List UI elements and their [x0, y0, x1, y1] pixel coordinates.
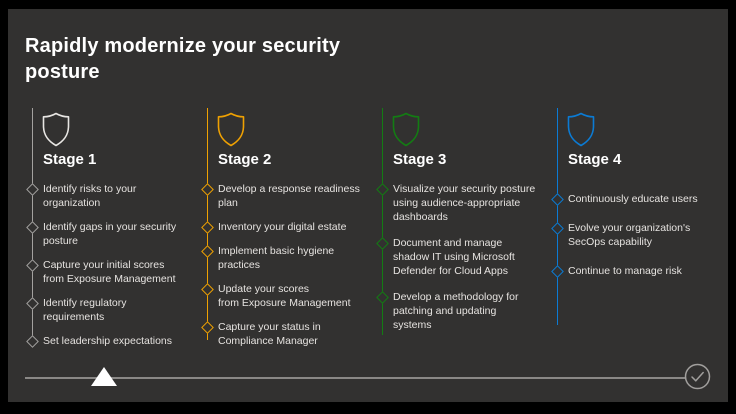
stage-column-2: Stage 2 Develop a response readiness pla… [200, 108, 372, 368]
list-item: Inventory your digital estate [200, 220, 372, 234]
stage-heading: Stage 4 [568, 151, 622, 168]
stage-item-list: Continuously educate users Evolve your o… [550, 192, 722, 278]
diamond-bullet-icon [550, 221, 564, 235]
list-item: Evolve your organization's SecOps capabi… [550, 221, 722, 249]
stage-heading: Stage 1 [43, 151, 97, 168]
list-item: Identify regulatory requirements [25, 296, 197, 324]
list-item: Identify gaps in your security posture [25, 220, 197, 248]
diamond-bullet-icon [25, 334, 39, 348]
list-item: Update your scores from Exposure Managem… [200, 282, 372, 310]
list-item: Continue to manage risk [550, 264, 722, 278]
stage-heading: Stage 3 [393, 151, 447, 168]
diamond-bullet-icon [200, 182, 214, 196]
diamond-bullet-icon [375, 290, 389, 304]
list-item: Visualize your security posture using au… [375, 182, 547, 224]
shield-icon [215, 111, 247, 148]
diamond-bullet-icon [25, 296, 39, 310]
slide-canvas: Rapidly modernize your security posture … [8, 9, 728, 402]
stage-column-3: Stage 3 Visualize your security posture … [375, 108, 547, 368]
list-item: Identify risks to your organization [25, 182, 197, 210]
diamond-bullet-icon [25, 182, 39, 196]
list-item: Implement basic hygiene practices [200, 244, 372, 272]
shield-icon [565, 111, 597, 148]
triangle-up-marker-icon [91, 367, 117, 386]
diamond-bullet-icon [200, 282, 214, 296]
list-item: Set leadership expectations [25, 334, 197, 348]
list-item: Capture your status in Compliance Manage… [200, 320, 372, 348]
stage-heading: Stage 2 [218, 151, 272, 168]
list-item: Develop a methodology for patching and u… [375, 290, 547, 332]
stage-item-list: Identify risks to your organization Iden… [25, 182, 197, 348]
diamond-bullet-icon [25, 258, 39, 272]
check-circle-icon [684, 363, 711, 390]
slide-title: Rapidly modernize your security posture [25, 35, 341, 83]
diamond-bullet-icon [550, 192, 564, 206]
list-item: Capture your initial scores from Exposur… [25, 258, 197, 286]
stage-column-4: Stage 4 Continuously educate users Evolv… [550, 108, 722, 368]
list-item: Develop a response readiness plan [200, 182, 372, 210]
stage-column-1: Stage 1 Identify risks to your organizat… [25, 108, 197, 368]
stage-timeline-line [556, 108, 558, 325]
diamond-bullet-icon [550, 264, 564, 278]
diamond-bullet-icon [200, 320, 214, 334]
diamond-bullet-icon [375, 182, 389, 196]
shield-icon [40, 111, 72, 148]
list-item: Document and manage shadow IT using Micr… [375, 236, 547, 278]
stage-timeline-line [381, 108, 383, 335]
diamond-bullet-icon [200, 220, 214, 234]
diamond-bullet-icon [25, 220, 39, 234]
shield-icon [390, 111, 422, 148]
stage-item-list: Visualize your security posture using au… [375, 182, 547, 332]
diamond-bullet-icon [200, 244, 214, 258]
diamond-bullet-icon [375, 236, 389, 250]
stage-item-list: Develop a response readiness plan Invent… [200, 182, 372, 348]
list-item: Continuously educate users [550, 192, 722, 206]
progress-line [25, 377, 685, 379]
